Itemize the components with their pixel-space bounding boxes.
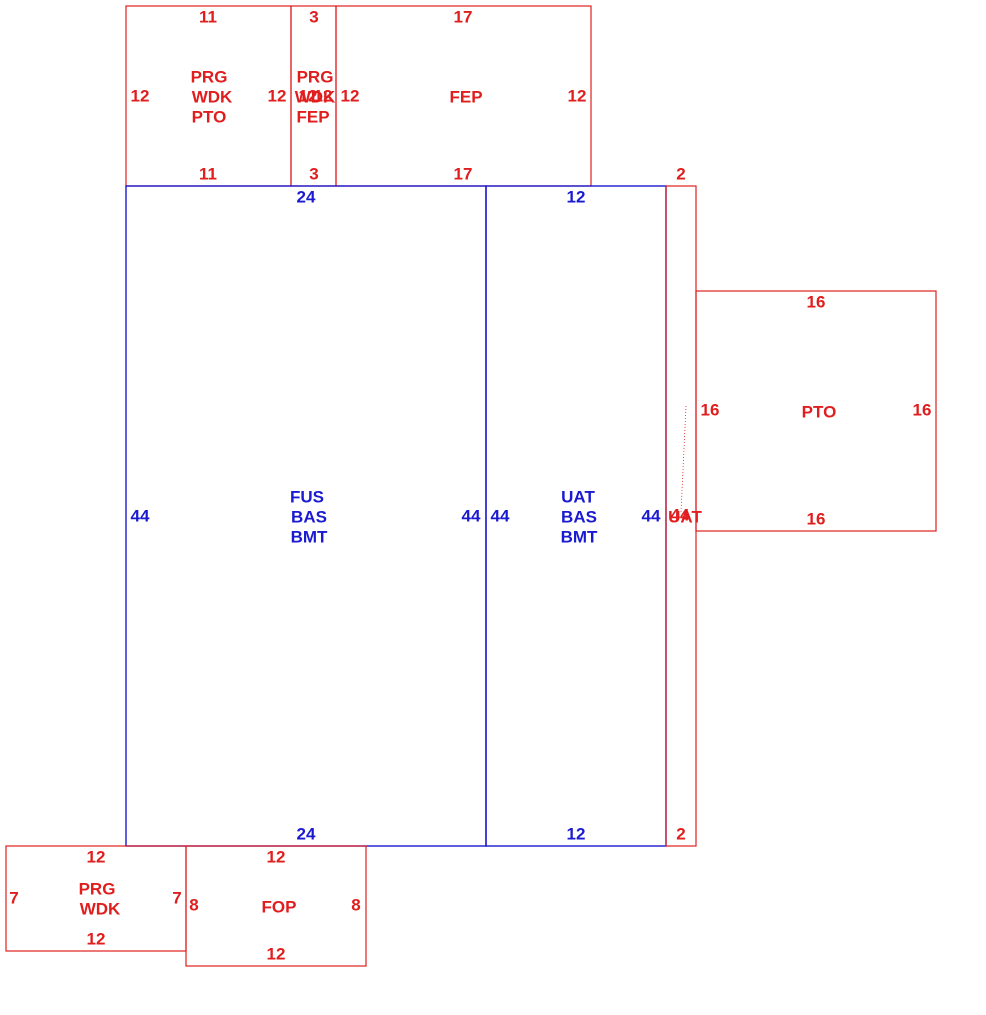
area-code: FOP: [262, 898, 297, 917]
area-code: FEP: [449, 88, 482, 107]
dimension-top: 12: [87, 848, 106, 867]
dimension-left: 44: [491, 507, 510, 526]
area-prg-wdk-pto: 11 11 12 12 PRG WDK PTO: [125, 5, 292, 187]
dimension-bottom: 17: [454, 165, 473, 184]
dimension-left: 12: [131, 87, 150, 106]
dimension-left: 7: [9, 889, 18, 908]
dimension-top: 3: [309, 8, 318, 27]
area-code: BAS: [561, 508, 597, 527]
dimension-right: 44: [642, 507, 661, 526]
area-prg-wdk-fep: 3 3 12 12 PRG WDK FEP: [290, 5, 337, 187]
area-code: FUS: [290, 488, 324, 507]
dimension-top: 12: [267, 848, 286, 867]
area-outline: [185, 845, 367, 967]
dimension-left: 12: [341, 87, 360, 106]
dimension-bottom: 11: [199, 165, 217, 184]
dimension-top: 17: [454, 8, 473, 27]
dimension-left: 12: [299, 87, 318, 106]
area-code: UAT: [561, 488, 595, 507]
dimension-bottom: 12: [267, 945, 286, 964]
area-code: UAT: [668, 508, 702, 527]
dimension-side: 44: [671, 506, 690, 525]
dimension-left: 8: [189, 896, 198, 915]
dimension-top: 24: [297, 188, 316, 207]
dimension-bottom: 3: [309, 165, 318, 184]
area-code: PTO: [802, 403, 837, 422]
area-fus-bas-bmt: 24 24 44 44 FUS BAS BMT: [125, 185, 487, 847]
dimension-top: 2: [676, 165, 685, 184]
dimension-left: 44: [131, 507, 150, 526]
area-fep: 17 17 12 12 FEP: [335, 5, 592, 187]
area-code: WDK: [192, 88, 233, 107]
area-code: BMT: [561, 528, 598, 547]
dimension-right: 7: [172, 889, 181, 908]
dimension-right: 12: [568, 87, 587, 106]
dimension-right: 8: [351, 896, 360, 915]
area-code: PTO: [192, 108, 227, 127]
dimension-right: 12: [314, 87, 333, 106]
area-outline: [695, 290, 937, 532]
area-code: PRG: [191, 68, 228, 87]
dimension-top: 16: [807, 293, 826, 312]
area-fop: 12 12 8 8 FOP: [185, 845, 367, 967]
dimension-bottom: 16: [807, 510, 826, 529]
dimension-right: 12: [268, 87, 287, 106]
area-uat-strip: 2 2 UAT 44: [665, 165, 702, 847]
dimension-top: 12: [567, 188, 586, 207]
leader-line: [680, 405, 687, 513]
area-code: PRG: [79, 880, 116, 899]
area-code: BMT: [291, 528, 328, 547]
dimension-top: 11: [199, 8, 217, 27]
area-code: PRG: [297, 68, 334, 87]
dimension-right: 16: [913, 401, 932, 420]
area-code: FEP: [296, 108, 329, 127]
area-code: WDK: [295, 88, 336, 107]
dimension-bottom: 12: [567, 825, 586, 844]
dimension-bottom: 24: [297, 825, 316, 844]
area-code: WDK: [80, 900, 121, 919]
area-prg-wdk: 12 12 7 7 PRG WDK: [5, 845, 187, 952]
area-uat-bas-bmt: 12 12 44 44 UAT BAS BMT: [485, 185, 667, 847]
dimension-right: 44: [462, 507, 481, 526]
area-code: BAS: [291, 508, 327, 527]
dimension-left: 16: [701, 401, 720, 420]
area-pto: 16 16 16 16 PTO: [695, 290, 937, 532]
dimension-bottom: 12: [87, 930, 106, 949]
dimension-bottom: 2: [676, 825, 685, 844]
